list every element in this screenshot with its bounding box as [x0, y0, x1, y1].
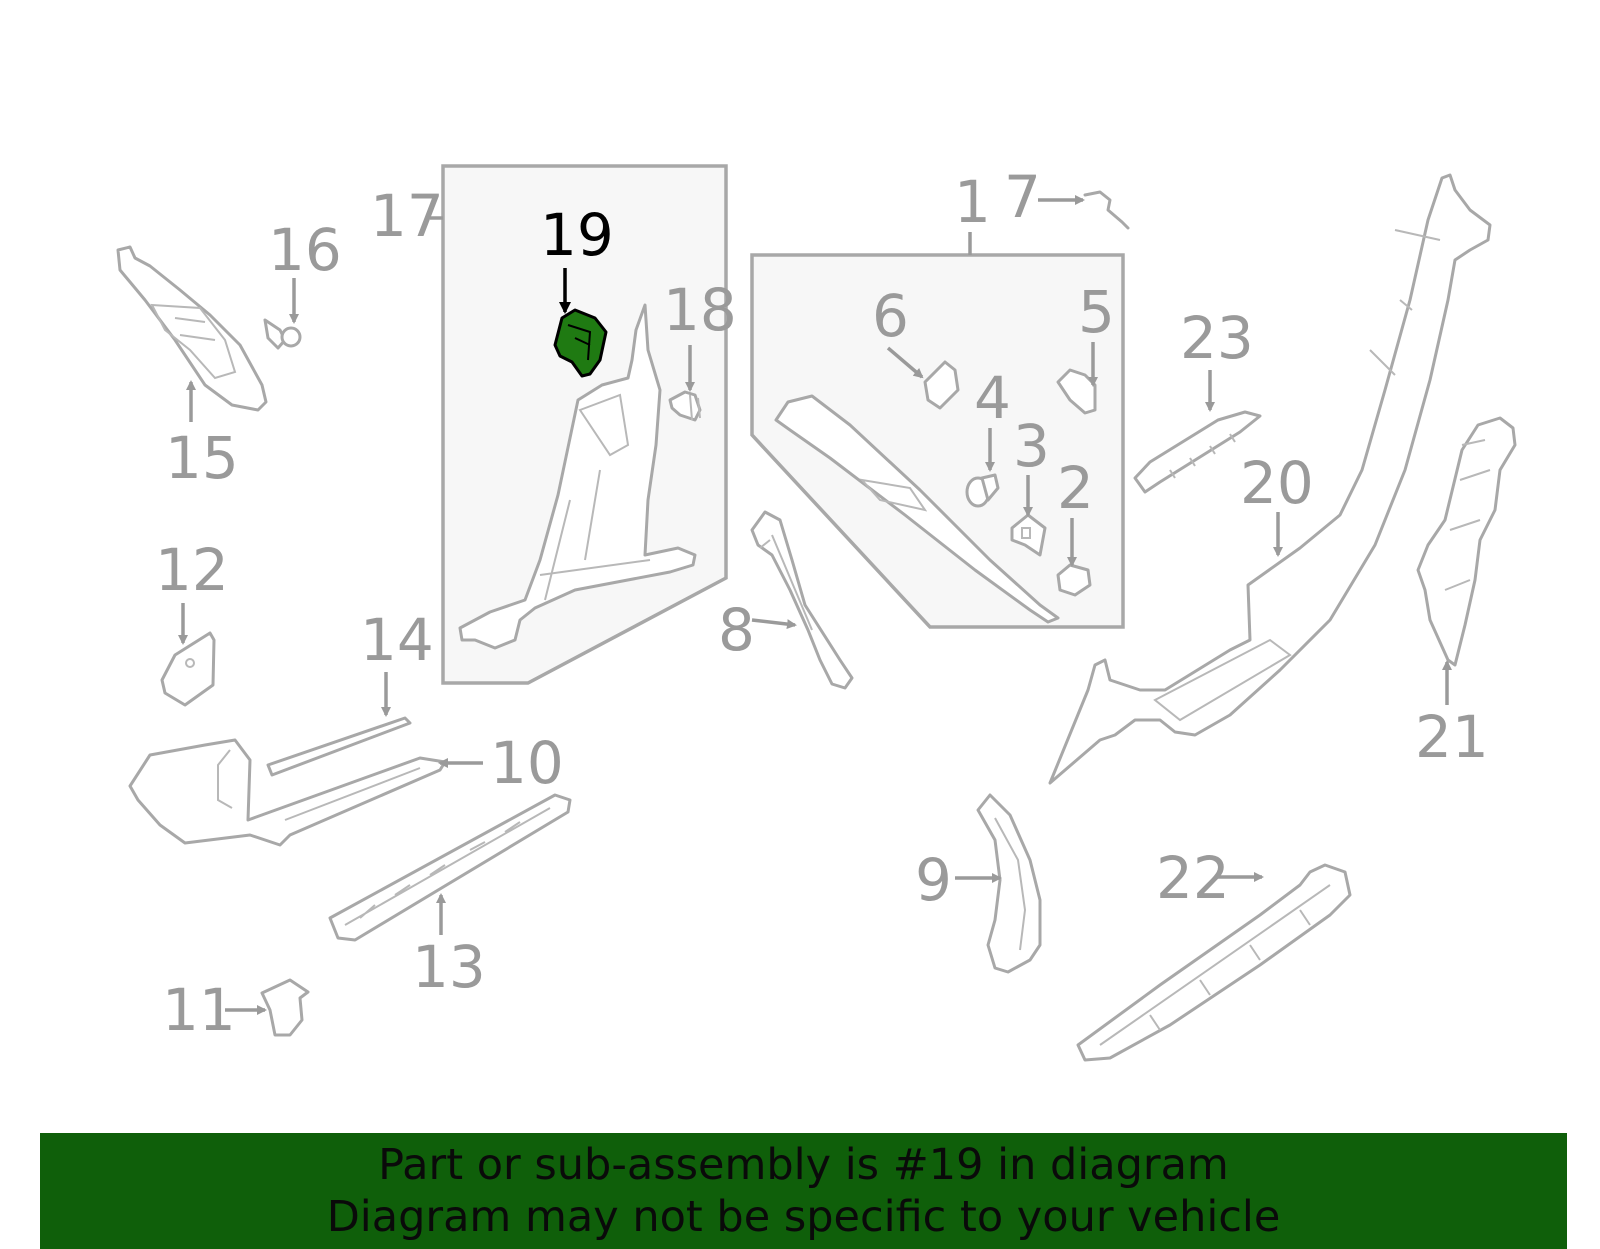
banner-line-1: Part or sub-assembly is #19 in diagram — [378, 1140, 1229, 1190]
callout-15[interactable]: 15 — [165, 424, 239, 492]
part-20[interactable] — [1048, 173, 1492, 785]
callout-18[interactable]: 18 — [663, 276, 737, 344]
banner-line-2: Diagram may not be specific to your vehi… — [326, 1192, 1281, 1242]
part-7[interactable] — [1083, 190, 1130, 230]
part-16[interactable] — [263, 318, 302, 350]
part-12[interactable] — [160, 631, 216, 707]
callout-labels: 1 7 6 5 4 3 2 17 19 18 16 15 12 14 10 13… — [155, 163, 1489, 1044]
callout-17[interactable]: 17 — [370, 182, 444, 250]
part-22[interactable] — [1076, 863, 1352, 1062]
info-banner: Part or sub-assembly is #19 in diagram D… — [40, 1133, 1567, 1249]
leader-lines — [178, 195, 1452, 1015]
part-5[interactable] — [1056, 368, 1097, 415]
callout-21[interactable]: 21 — [1415, 703, 1489, 771]
callout-12[interactable]: 12 — [155, 536, 229, 604]
part-21[interactable] — [1416, 416, 1517, 667]
part-23[interactable] — [1133, 410, 1262, 494]
callout-3[interactable]: 3 — [1013, 412, 1050, 480]
callout-8[interactable]: 8 — [718, 596, 755, 664]
callout-16[interactable]: 16 — [268, 216, 342, 284]
callout-14[interactable]: 14 — [360, 606, 434, 674]
part-17[interactable] — [458, 303, 697, 650]
callout-2[interactable]: 2 — [1057, 454, 1094, 522]
callout-20[interactable]: 20 — [1240, 449, 1314, 517]
callout-22[interactable]: 22 — [1156, 844, 1230, 912]
part-15[interactable] — [116, 245, 268, 412]
part-6[interactable] — [923, 360, 960, 410]
callout-7[interactable]: 7 — [1004, 163, 1041, 231]
callout-9[interactable]: 9 — [915, 846, 952, 914]
part-13[interactable] — [328, 793, 572, 942]
callout-23[interactable]: 23 — [1180, 304, 1254, 372]
part-11[interactable] — [260, 978, 310, 1037]
callout-10[interactable]: 10 — [490, 729, 564, 797]
callout-6[interactable]: 6 — [872, 282, 909, 350]
part-14[interactable] — [266, 716, 412, 777]
part-9[interactable] — [976, 793, 1042, 974]
part-1[interactable] — [774, 394, 1060, 624]
part-18[interactable] — [668, 390, 702, 422]
part-19[interactable] — [553, 308, 608, 378]
callout-5[interactable]: 5 — [1078, 278, 1115, 346]
part-10[interactable] — [128, 738, 447, 847]
callout-11[interactable]: 11 — [162, 976, 236, 1044]
callout-13[interactable]: 13 — [412, 933, 486, 1001]
callout-4[interactable]: 4 — [974, 364, 1011, 432]
callout-19[interactable]: 19 — [540, 201, 614, 269]
part-4[interactable] — [965, 473, 1000, 508]
callout-1[interactable]: 1 — [954, 168, 991, 236]
part-8[interactable] — [750, 510, 854, 690]
